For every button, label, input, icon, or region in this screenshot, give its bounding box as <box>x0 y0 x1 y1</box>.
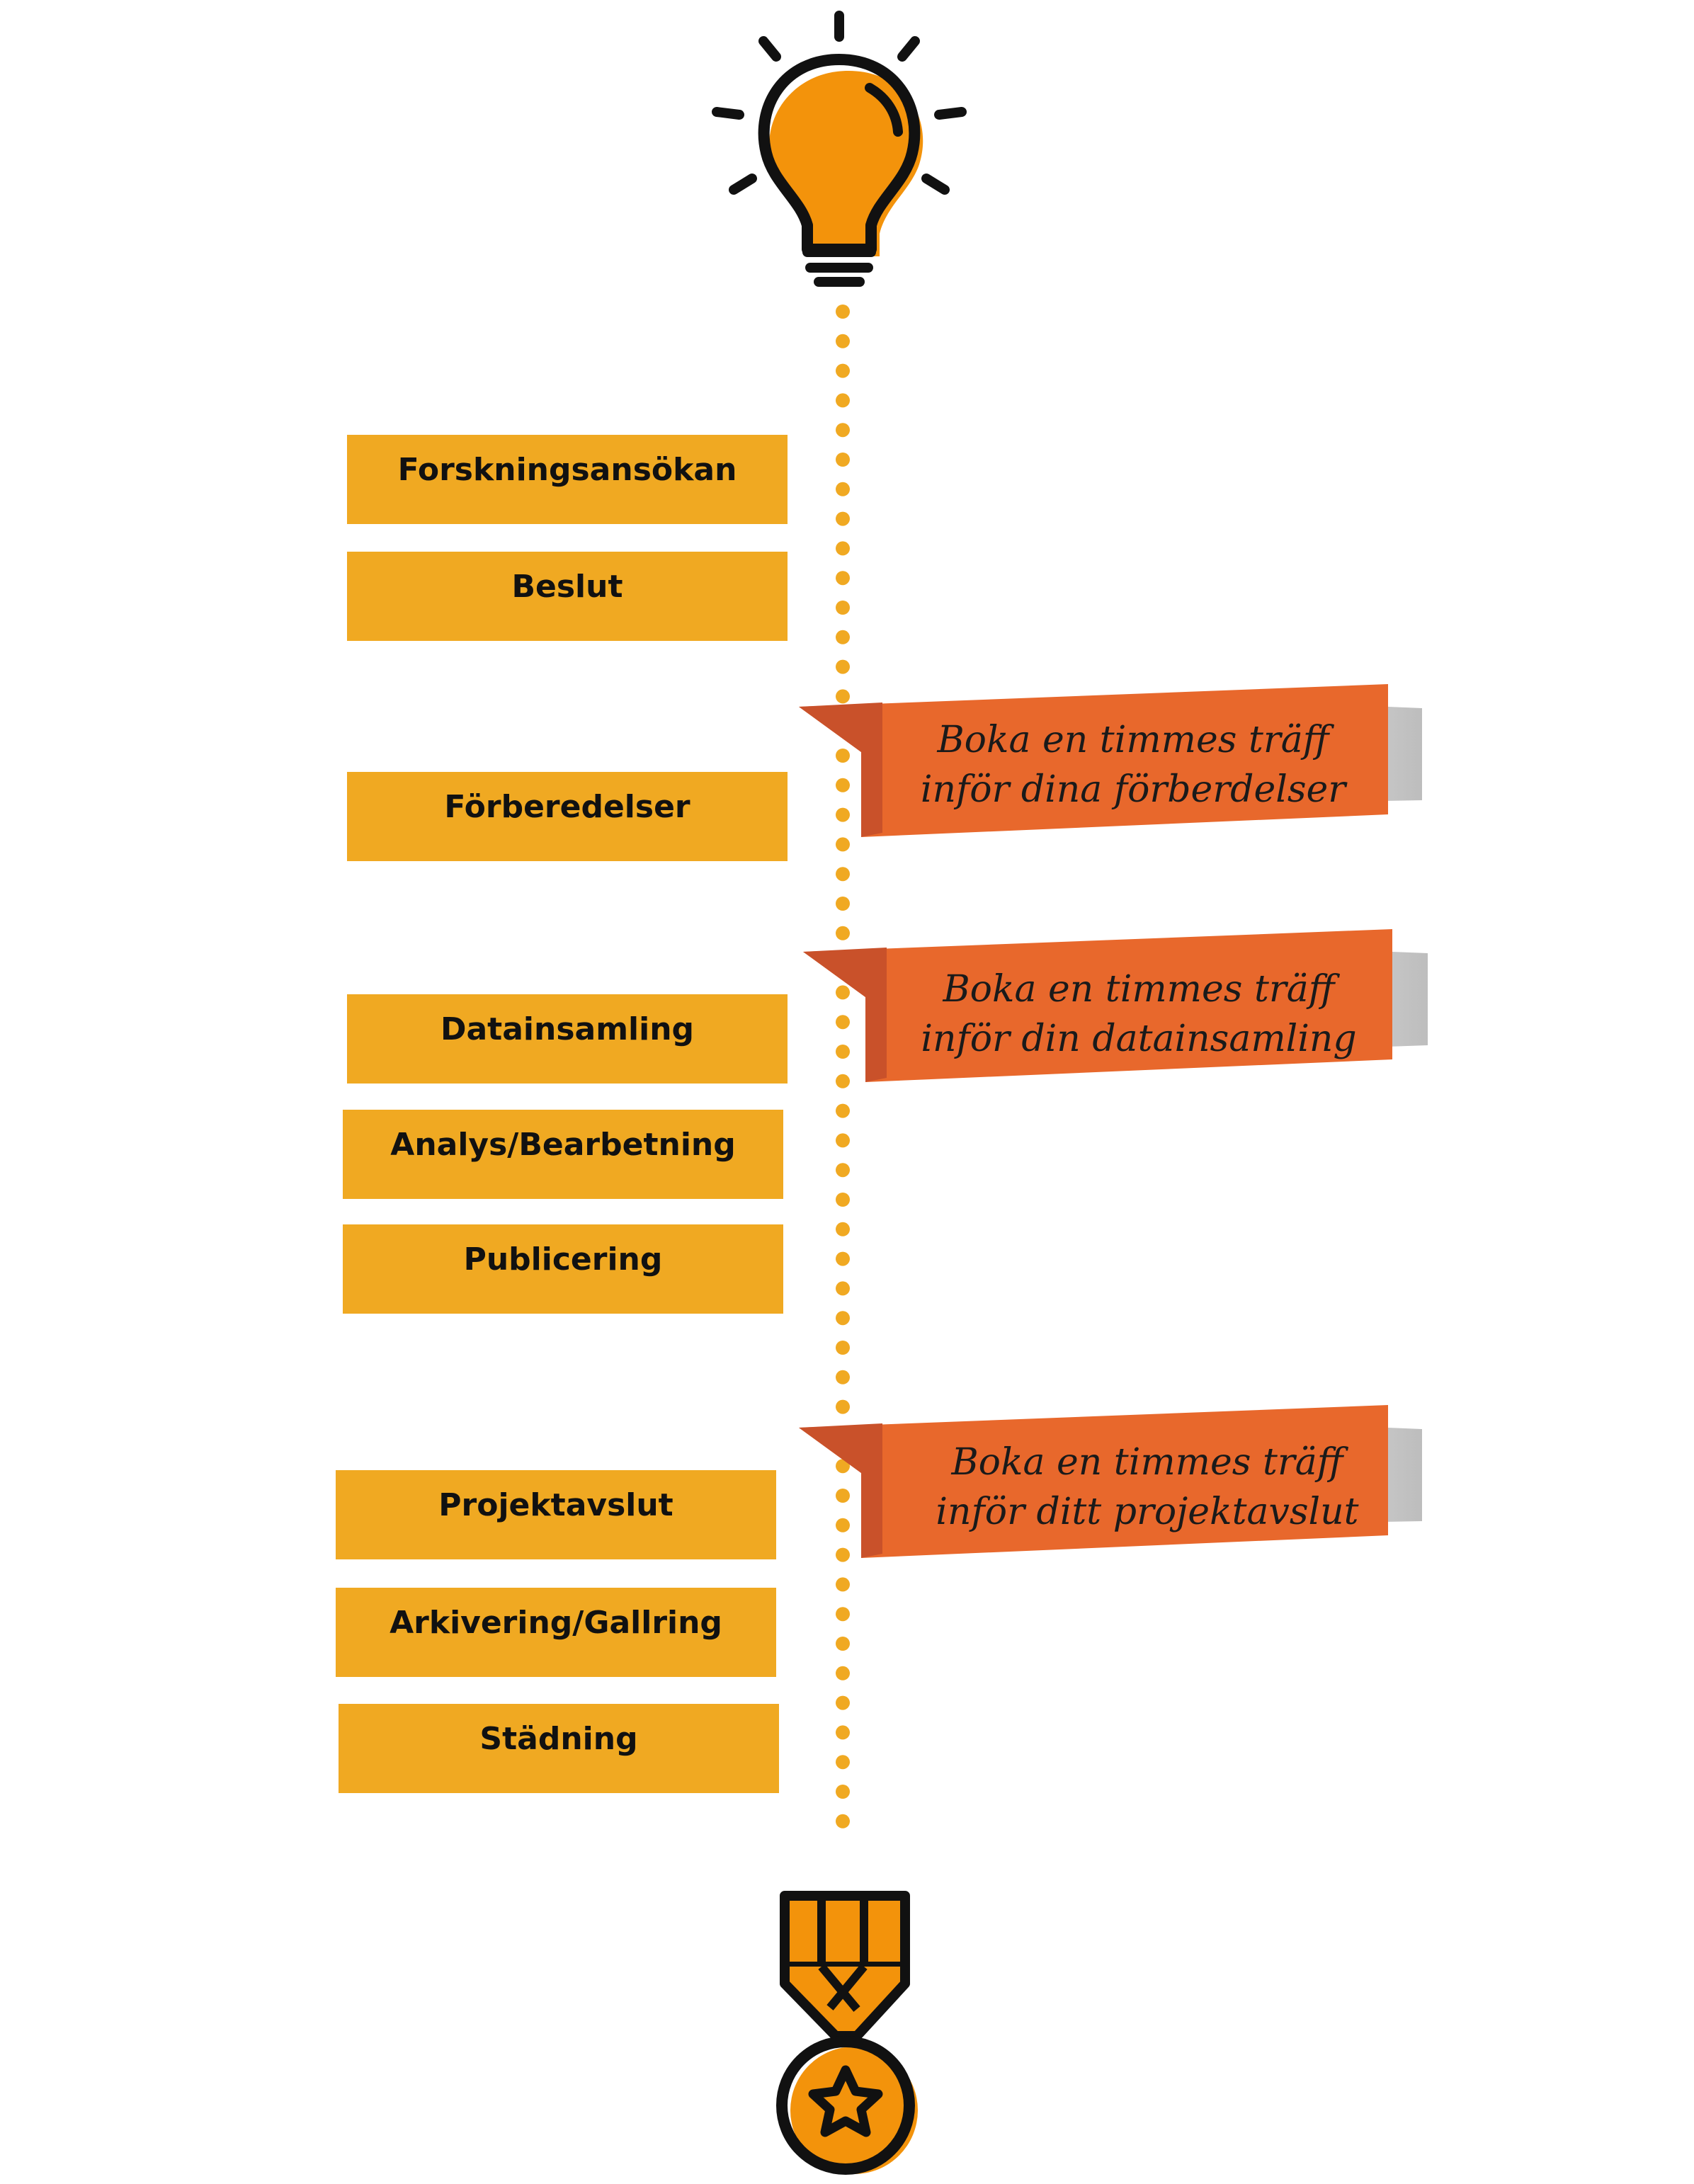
timeline-dot <box>836 1370 850 1384</box>
timeline-dot <box>836 1695 850 1710</box>
timeline-dot <box>836 630 850 644</box>
timeline-dot <box>836 1547 850 1562</box>
timeline-dot <box>836 1399 850 1414</box>
booking-banner-projektavslut: Boka en timmes träff inför ditt projekta… <box>914 1438 1381 1537</box>
timeline-dot <box>836 897 850 911</box>
banner-line-2: inför dina förberdelser <box>920 768 1346 811</box>
timeline-dot <box>836 1015 850 1030</box>
timeline-dot <box>836 1251 850 1266</box>
timeline-dot <box>836 1074 850 1088</box>
timeline-dot <box>836 393 850 408</box>
timeline-dot <box>836 1607 850 1622</box>
timeline-dot <box>836 1755 850 1770</box>
timeline-dot <box>836 867 850 882</box>
step-label: Arkivering/Gallring <box>390 1604 722 1641</box>
timeline-dot <box>836 1311 850 1326</box>
timeline-dot <box>836 1725 850 1740</box>
timeline-dot <box>836 1577 850 1592</box>
step-label: Beslut <box>511 568 623 605</box>
timeline-dot <box>836 1045 850 1059</box>
step-beslut: Beslut <box>347 552 788 641</box>
banner-line-1: Boka en timmes träff <box>943 968 1335 1011</box>
timeline-dot <box>836 807 850 822</box>
step-publicering: Publicering <box>343 1224 783 1314</box>
timeline-dot <box>836 1281 850 1296</box>
timeline-dot <box>836 1133 850 1148</box>
timeline-dot <box>836 1814 850 1828</box>
timeline-dot <box>836 511 850 526</box>
timeline-dot <box>836 1193 850 1207</box>
timeline-dot <box>836 1518 850 1532</box>
timeline-dot <box>836 985 850 1000</box>
timeline-dot <box>836 541 850 556</box>
step-forskningsansokan: Forskningsansökan <box>347 435 788 524</box>
step-arkivering-gallring: Arkivering/Gallring <box>336 1588 776 1677</box>
timeline-dot <box>836 1666 850 1680</box>
timeline-dot <box>836 453 850 467</box>
timeline-dot <box>836 601 850 615</box>
medal-icon <box>776 1891 918 2175</box>
timeline-dot <box>836 749 850 763</box>
timeline-dot <box>836 1489 850 1503</box>
timeline-dot <box>836 1429 850 1444</box>
banner-line-1: Boka en timmes träff <box>937 719 1329 761</box>
step-label: Förberedelser <box>444 788 690 825</box>
timeline-dot <box>836 1637 850 1651</box>
step-analys-bearbetning: Analys/Bearbetning <box>343 1110 783 1199</box>
banner-line-2: inför ditt projektavslut <box>936 1491 1359 1533</box>
step-projektavslut: Projektavslut <box>336 1470 776 1559</box>
timeline-dot <box>836 955 850 970</box>
timeline-dot <box>836 719 850 734</box>
booking-banner-datainsamling: Boka en timmes träff inför din datainsam… <box>905 965 1372 1064</box>
banner-line-2: inför din datainsamling <box>921 1018 1357 1060</box>
timeline-dot <box>836 837 850 852</box>
step-forberedelser: Förberedelser <box>347 772 788 861</box>
timeline-dot <box>836 423 850 438</box>
timeline-dot <box>836 1222 850 1236</box>
timeline-dot <box>836 659 850 674</box>
banner-line-1: Boka en timmes träff <box>951 1441 1343 1484</box>
timeline-dot <box>836 926 850 940</box>
timeline-dot <box>836 1163 850 1178</box>
timeline-dot <box>836 334 850 348</box>
timeline-dot <box>836 482 850 496</box>
step-label: Städning <box>479 1720 638 1757</box>
timeline-dot <box>836 305 850 319</box>
timeline-dot <box>836 571 850 586</box>
timeline-dot <box>836 1341 850 1355</box>
timeline-dot <box>836 1785 850 1799</box>
step-label: Forskningsansökan <box>397 451 737 488</box>
booking-banner-forberedelser: Boka en timmes träff inför dina förberde… <box>899 715 1367 814</box>
timeline-dot <box>836 689 850 704</box>
lightbulb-icon <box>712 11 967 287</box>
step-label: Projektavslut <box>438 1486 673 1523</box>
step-label: Analys/Bearbetning <box>390 1126 736 1163</box>
timeline-dot <box>836 1459 850 1474</box>
timeline-dot <box>836 363 850 378</box>
step-label: Datainsamling <box>440 1011 695 1047</box>
step-stadning: Städning <box>339 1704 779 1793</box>
timeline-dot <box>836 1103 850 1118</box>
step-label: Publicering <box>463 1241 663 1278</box>
timeline-dot <box>836 778 850 792</box>
step-datainsamling: Datainsamling <box>347 994 788 1084</box>
